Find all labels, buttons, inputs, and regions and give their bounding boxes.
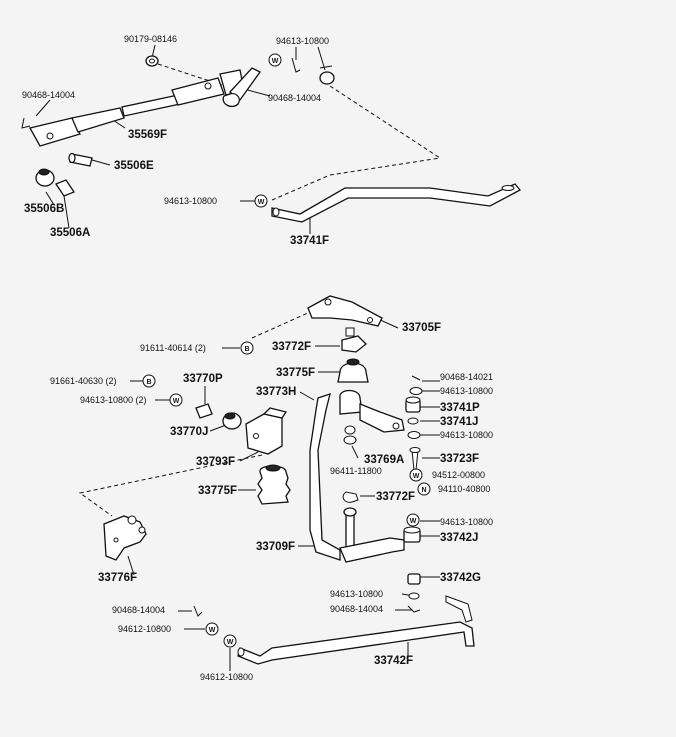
washer-mark: W: [272, 58, 279, 65]
bushing-33770j: [222, 412, 242, 430]
bushing-35506b: [35, 168, 55, 187]
lever-upper-right: [222, 57, 335, 108]
clip-90468-bottom-left: [193, 605, 203, 617]
part-labels: 90179-08146 94613-10800 90468-14004 9046…: [22, 34, 493, 682]
clip-33772f-upper: [341, 327, 367, 353]
label-33709f: 33709F: [256, 541, 295, 553]
bolt-mark: B: [244, 346, 249, 353]
label-94512-00800: 94512-00800: [432, 470, 485, 480]
washer-94512: W: [409, 468, 423, 482]
right-stack: [405, 375, 423, 471]
label-35569f: 35569F: [128, 129, 167, 141]
label-90179-08146: 90179-08146: [124, 34, 177, 44]
label-33742j: 33742J: [440, 532, 478, 544]
label-33741f: 33741F: [290, 235, 329, 247]
label-33775f: 33775F: [198, 485, 237, 497]
label-94613-10800: 94613-10800: [440, 517, 493, 527]
label-94613-10800: 94613-10800: [330, 589, 383, 599]
label-90468-14021: 90468-14021: [440, 372, 493, 382]
nut-94110: N: [417, 482, 431, 496]
washer-94613-bottom: [408, 592, 420, 600]
label-33793f: 33793F: [196, 456, 235, 468]
label-33741j: 33741J: [440, 416, 478, 428]
clip-90468-bottom-right: [407, 605, 421, 613]
lever-arm-right: [339, 537, 405, 563]
bushing-33742j: [403, 526, 421, 543]
label-33723f: 33723F: [440, 453, 479, 465]
label-90468-14004: 90468-14004: [268, 93, 321, 103]
label-33741p: 33741P: [440, 402, 480, 414]
nut-mark: N: [421, 487, 426, 494]
label-33705f: 33705F: [402, 322, 441, 334]
label-94613-10800: 94613-10800: [440, 386, 493, 396]
label-33742g: 33742G: [440, 572, 481, 584]
rod-33741f: [271, 183, 522, 223]
washer-mark: W: [227, 639, 234, 646]
bolt-mark: B: [146, 379, 151, 386]
label-96411-11800: 96411-11800: [330, 466, 382, 476]
bolt-91661: B: [142, 374, 156, 388]
washer-94613-left: W: [169, 393, 183, 407]
label-94612-10800: 94612-10800: [118, 624, 171, 634]
lever-33773h: [309, 389, 405, 561]
label-94613-10800: 94613-10800: [276, 36, 329, 46]
bushing-35506a: [55, 179, 75, 197]
label-35506a: 35506A: [50, 227, 90, 239]
label-94110-40800: 94110-40800: [438, 484, 490, 494]
label-33776f: 33776F: [98, 572, 137, 584]
label-94613-10800: 94613-10800: [164, 196, 217, 206]
clevis-left: [21, 107, 125, 147]
rod-33742f: [237, 595, 475, 665]
label-33775f: 33775F: [276, 367, 315, 379]
washer-94612-a: W: [205, 622, 219, 636]
washer-mark: W: [258, 199, 265, 206]
washer-mark: W: [173, 398, 180, 405]
label-33773h: 33773H: [256, 386, 296, 398]
bracket-33776f: [103, 515, 147, 561]
label-90468-14004: 90468-14004: [330, 604, 383, 614]
holder-33793f: [245, 407, 288, 455]
boot-33775f-lower: [257, 464, 291, 505]
washer-top-a: W: [268, 53, 282, 67]
label-33769a: 33769A: [364, 454, 404, 466]
label-33772f: 33772F: [376, 491, 415, 503]
label-33770j: 33770J: [170, 426, 208, 438]
washer-94612-b: W: [223, 634, 237, 648]
bottom-leader-lines: [78, 311, 440, 671]
label-90468-14004: 90468-14004: [22, 90, 75, 100]
washer-mark: W: [413, 473, 420, 480]
clip-33772f-lower: [342, 491, 359, 503]
label-35506b: 35506B: [24, 203, 64, 215]
bracket-33705f: [307, 295, 383, 327]
label-94613-10800: 94613-10800: [440, 430, 493, 440]
label-91611-40614: 91611-40614 (2): [140, 343, 206, 353]
washer-mark: W: [410, 518, 417, 525]
label-33772f: 33772F: [272, 341, 311, 353]
washer-94613-right: W: [406, 513, 420, 527]
boot-33775f-upper: [337, 358, 369, 383]
label-33770p: 33770P: [183, 373, 223, 385]
label-33742f: 33742F: [374, 655, 413, 667]
bushing-33742g: [407, 573, 421, 585]
pin-35506e: [68, 152, 93, 167]
washer-top-b: W: [254, 194, 268, 208]
pin-33769a: [343, 425, 357, 445]
label-35506e: 35506E: [114, 160, 154, 172]
label-91661-40630: 91661-40630 (2): [50, 376, 117, 386]
bolt-91611: B: [240, 341, 254, 355]
washer-mark: W: [209, 627, 216, 634]
label-94613-10800-2: 94613-10800 (2): [80, 395, 147, 405]
bushing-33770p: [195, 403, 213, 419]
label-94612-10800: 94612-10800: [200, 672, 253, 682]
nut-90179: [145, 55, 159, 67]
label-90468-14004: 90468-14004: [112, 605, 165, 615]
